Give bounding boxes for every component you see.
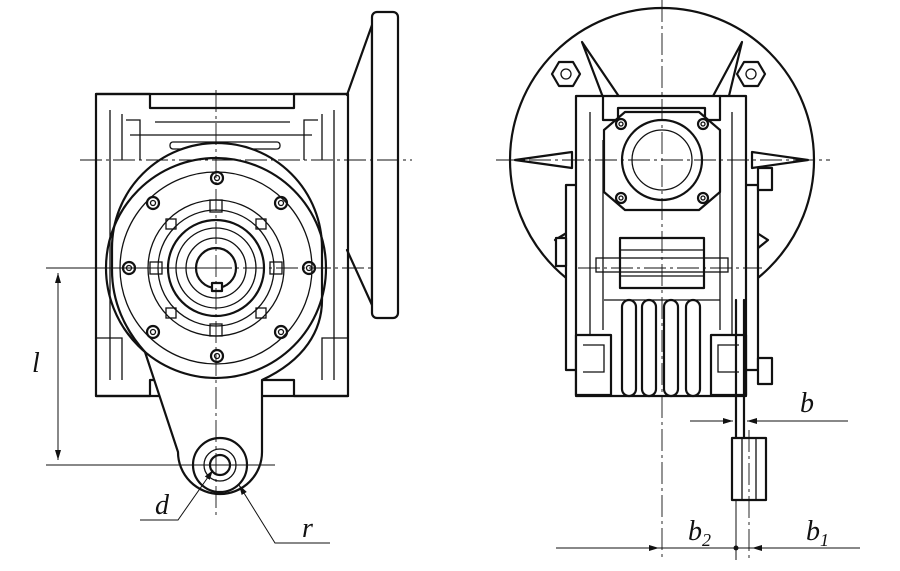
label-b1-subscript: 1 — [820, 530, 829, 550]
label-r: r — [302, 513, 313, 544]
label-b2-subscript: 2 — [702, 530, 711, 550]
dimension-b1: b1 — [736, 516, 860, 551]
label-l: l — [32, 348, 40, 379]
label-b2: b2 — [688, 516, 711, 550]
dimension-b2: b2 — [556, 516, 739, 551]
flange-hex-bolts — [550, 60, 767, 88]
front-view: l d r — [32, 10, 412, 544]
side-view: b b2 b1 — [496, 0, 860, 560]
label-b1: b1 — [806, 516, 829, 550]
motor-flange — [345, 10, 400, 320]
leader-d: d — [140, 469, 214, 521]
keyway — [210, 281, 224, 293]
dimension-b: b — [690, 388, 848, 560]
leader-r: r — [238, 484, 330, 544]
cooling-fins — [604, 298, 720, 398]
torque-arm — [110, 141, 324, 496]
label-d: d — [155, 490, 170, 521]
label-b: b — [800, 388, 814, 419]
dimension-l: l — [32, 267, 275, 466]
